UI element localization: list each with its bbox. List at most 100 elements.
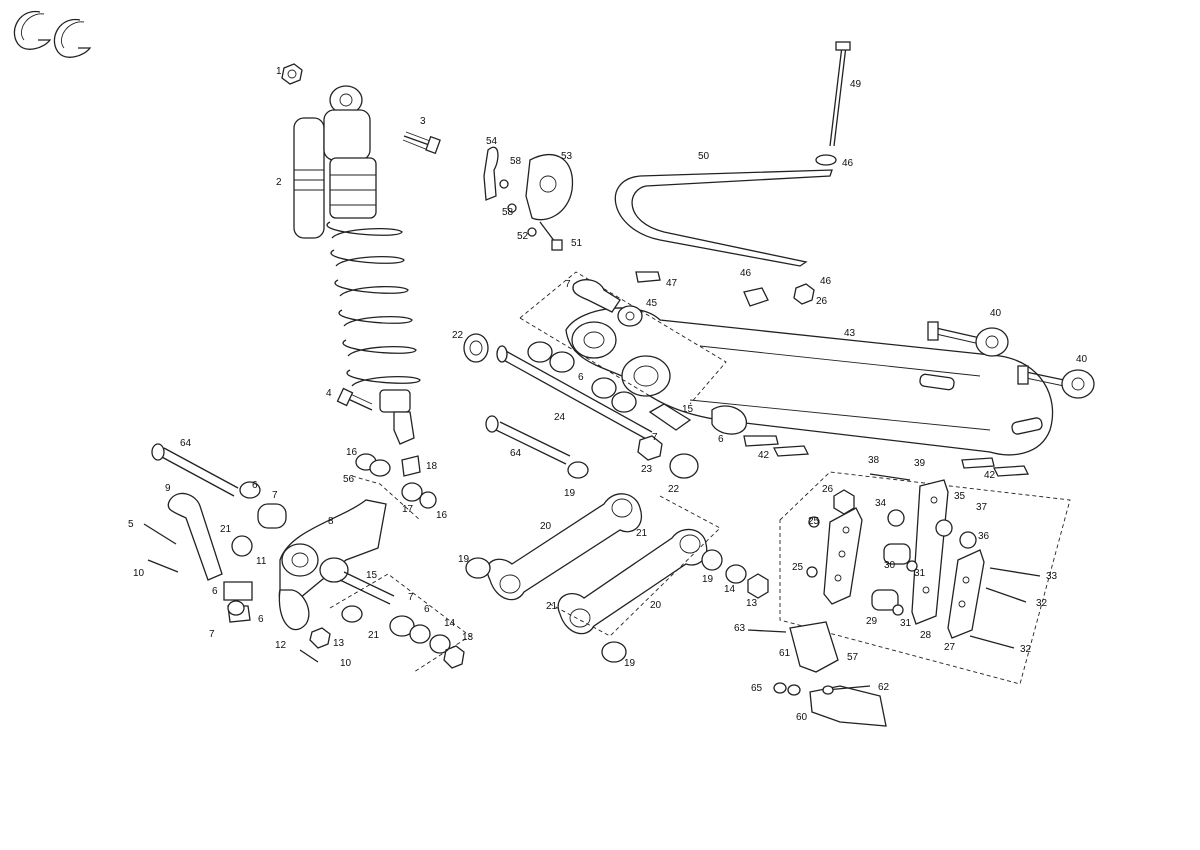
callout-40: 40 — [990, 308, 1002, 319]
callout-54: 54 — [486, 136, 498, 147]
callout-6-5: 6 — [424, 604, 430, 615]
callout-4: 4 — [326, 388, 332, 399]
callout-14-2: 14 — [724, 584, 736, 595]
callout-7-4: 7 — [408, 592, 414, 603]
callout-6-2: 6 — [578, 372, 584, 383]
callout-15: 15 — [366, 570, 378, 581]
callout-3: 3 — [420, 116, 426, 127]
callout-6-4: 6 — [258, 614, 264, 625]
callout-18: 18 — [426, 461, 438, 472]
callout-21-2: 21 — [368, 630, 380, 641]
callout-26-2: 26 — [816, 296, 828, 307]
callout-5: 5 — [128, 519, 134, 530]
callout-12: 12 — [275, 640, 287, 651]
callout-16-2: 16 — [436, 510, 448, 521]
callout-37: 37 — [976, 502, 988, 513]
callout-45: 45 — [646, 298, 658, 309]
callout-22: 22 — [452, 330, 464, 341]
callout-47: 47 — [666, 278, 678, 289]
callout-29: 29 — [866, 616, 878, 627]
callout-11: 11 — [256, 556, 267, 567]
callout-24: 24 — [554, 412, 566, 423]
callout-46-2: 46 — [740, 268, 752, 279]
callout-32: 32 — [1036, 598, 1048, 609]
callout-31-2: 31 — [900, 618, 912, 629]
callout-60: 60 — [796, 712, 808, 723]
callout-31: 31 — [914, 568, 926, 579]
callout-7-3: 7 — [209, 629, 215, 640]
callout-20-2: 20 — [650, 600, 662, 611]
swingarm — [519, 271, 1054, 477]
callout-25-2: 25 — [792, 562, 804, 573]
callout-10: 10 — [133, 568, 145, 579]
callout-21-4: 21 — [636, 528, 648, 539]
lower-bracket — [747, 621, 887, 727]
callout-17: 17 — [402, 504, 414, 515]
callout-28: 28 — [920, 630, 932, 641]
callout-6-6: 6 — [718, 434, 724, 445]
callout-16: 16 — [346, 447, 358, 458]
callout-43: 43 — [844, 328, 856, 339]
callout-46-3: 46 — [820, 276, 832, 287]
callout-63: 63 — [734, 623, 746, 634]
chain-slider — [614, 41, 851, 267]
callout-32-2: 32 — [1020, 644, 1032, 655]
callout-2: 2 — [276, 177, 282, 188]
callout-51: 51 — [571, 238, 583, 249]
callout-61: 61 — [779, 648, 791, 659]
callout-50: 50 — [698, 151, 710, 162]
callout-33: 33 — [1046, 571, 1058, 582]
callout-65: 65 — [751, 683, 763, 694]
callout-6-3: 6 — [212, 586, 218, 597]
callout-25: 25 — [808, 516, 820, 527]
callout-56: 56 — [343, 474, 355, 485]
callout-64: 64 — [180, 438, 192, 449]
callout-30: 30 — [884, 560, 896, 571]
callout-20: 20 — [540, 521, 552, 532]
bracket-assembly — [779, 471, 1071, 685]
callout-58-2: 58 — [502, 207, 514, 218]
callout-21-3: 21 — [546, 601, 558, 612]
callout-6: 6 — [252, 480, 258, 491]
callout-10-2: 10 — [340, 658, 352, 669]
callout-8: 8 — [328, 516, 334, 527]
callout-42: 42 — [758, 450, 770, 461]
callout-64-2: 64 — [510, 448, 522, 459]
callout-1: 1 — [276, 66, 282, 77]
callout-52: 52 — [517, 231, 529, 242]
callout-62: 62 — [878, 682, 890, 693]
callout-27: 27 — [944, 642, 956, 653]
gasgas-logo — [13, 11, 92, 58]
callout-9: 9 — [165, 483, 171, 494]
callout-22-2: 22 — [668, 484, 680, 495]
callout-39: 39 — [914, 458, 926, 469]
link-rods — [465, 415, 769, 663]
callout-49: 49 — [850, 79, 862, 90]
callout-46: 46 — [842, 158, 854, 169]
callout-13-3: 13 — [746, 598, 758, 609]
callout-19-4: 19 — [624, 658, 636, 669]
callout-40-2: 40 — [1076, 354, 1088, 365]
callout-34: 34 — [875, 498, 887, 509]
pivot-bolt — [463, 333, 747, 479]
callout-7-2: 7 — [565, 279, 571, 290]
callout-38: 38 — [868, 455, 880, 466]
callout-14: 14 — [444, 618, 456, 629]
callout-42-2: 42 — [984, 470, 996, 481]
callout-19-2: 19 — [564, 488, 576, 499]
rocker-assembly — [143, 443, 471, 673]
callout-35: 35 — [954, 491, 966, 502]
callout-15-2: 15 — [682, 404, 694, 415]
callout-53: 53 — [561, 151, 573, 162]
callout-36: 36 — [978, 531, 990, 542]
callout-13: 13 — [333, 638, 345, 649]
callout-19-3: 19 — [702, 574, 714, 585]
callout-58: 58 — [510, 156, 522, 167]
callout-57: 57 — [847, 652, 859, 663]
callout-7: 7 — [272, 490, 278, 501]
shock-absorber — [281, 63, 441, 445]
callout-7-5: 7 — [652, 432, 658, 443]
